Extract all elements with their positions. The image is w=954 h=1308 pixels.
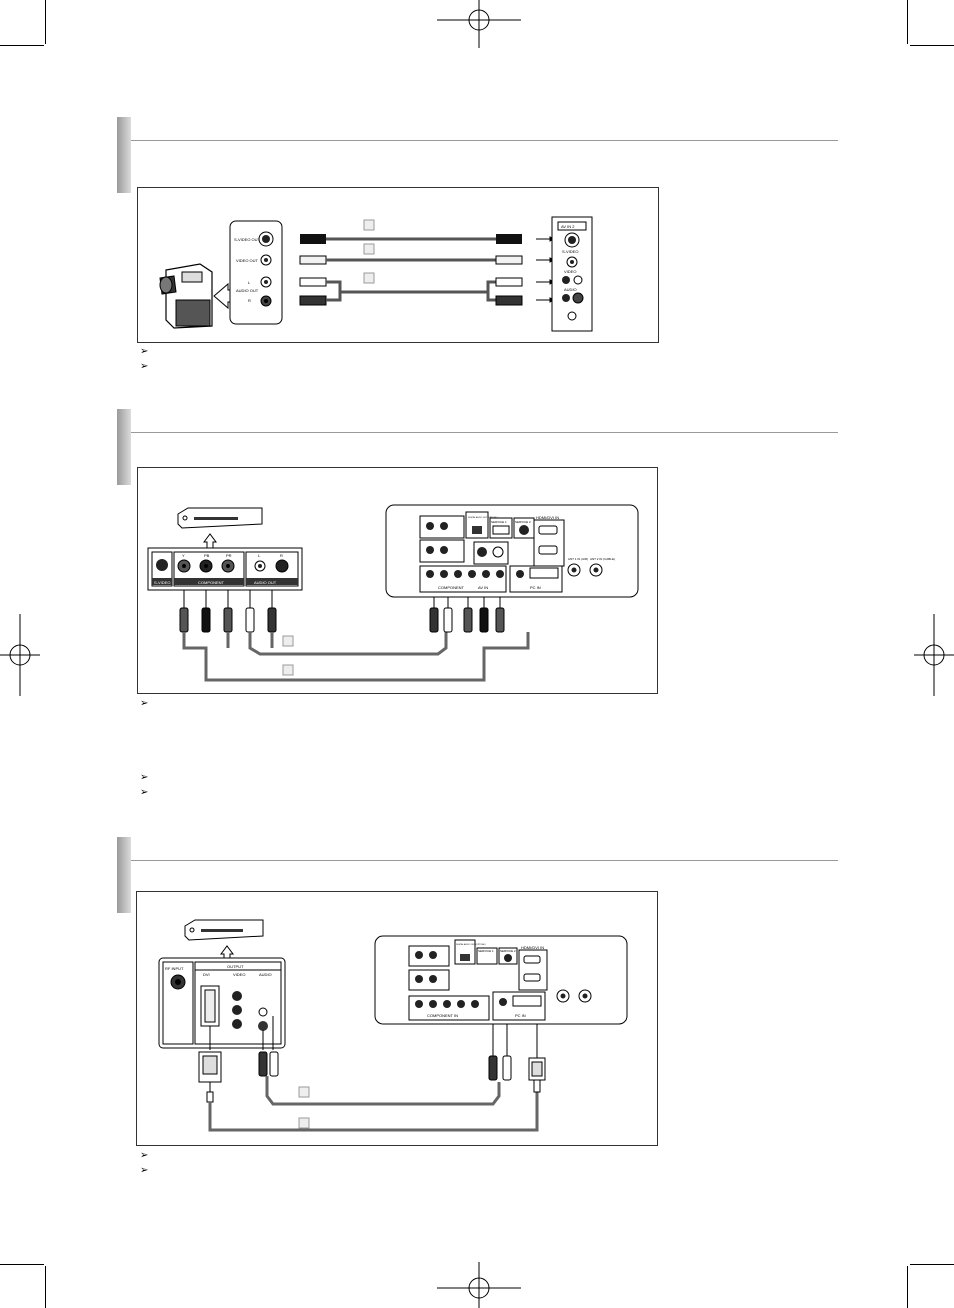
- camcorder-connection-diagram: S-VIDEO OUT VIDEO OUT AUDIO OUT L R: [159, 216, 593, 332]
- label-pb: PB: [204, 553, 210, 558]
- label-digital-audio-out: DIGITAL AUDIO OUT (OPTICAL): [468, 516, 498, 519]
- note-arrow-icon: ➢: [140, 346, 149, 357]
- label-player-l: L: [258, 553, 261, 558]
- label-output: OUTPUT: [227, 964, 244, 969]
- label-video-out: VIDEO OUT: [236, 258, 259, 263]
- label-hdmi-dvi-in: HDMI/DVI IN: [536, 515, 559, 520]
- label-s-video-out: S-VIDEO OUT: [234, 237, 261, 242]
- label-audio-l: L: [248, 280, 251, 285]
- crop-mark-tl-v: [45, 0, 46, 44]
- label-video-out: VIDEO: [233, 972, 245, 977]
- label-player-component: COMPONENT: [198, 580, 225, 585]
- section1-note-2: ➢: [140, 361, 148, 373]
- set-top-box-icon: [184, 919, 264, 941]
- registration-target-left: [0, 614, 40, 696]
- section3-note-1: ➢: [140, 1150, 148, 1162]
- left-rca-plugs: [179, 590, 277, 633]
- video-cable: [299, 255, 523, 265]
- label-digital-audio-out-3: DIGITAL AUDIO OUT (OPTICAL): [456, 943, 486, 946]
- section2-diagram-panel: S-VIDEO Y PB PR COMPONENT L R AUDIO OUT: [137, 467, 658, 694]
- label-ant-cable: ANT 2 IN (CABLE): [590, 557, 615, 561]
- section2-header-rule: [131, 432, 838, 433]
- tv-rear-panel-dvi: DIGITAL AUDIO OUT (OPTICAL) SERVICE 1 SE…: [374, 935, 628, 1025]
- tv-rear-panel: DIGITAL AUDIO OUT (OPTICAL) SERVICE 1 SE…: [385, 504, 639, 598]
- section3-note-2: ➢: [140, 1165, 148, 1177]
- label-player-s-video: S-VIDEO: [154, 580, 170, 585]
- audio-plugs-left: [258, 1051, 279, 1077]
- section2-note-3: ➢: [140, 787, 148, 799]
- label-service2-3: SERVICE 2: [500, 949, 516, 953]
- section1-diagram-panel: S-VIDEO OUT VIDEO OUT AUDIO OUT L R: [137, 187, 659, 343]
- note-arrow-icon: ➢: [140, 787, 149, 798]
- section3-header-rule: [131, 860, 838, 861]
- section2-header-bar: [117, 409, 131, 485]
- player-jack-panel-dvi: RF INPUT OUTPUT DVI VIDEO AUDIO: [158, 957, 286, 1049]
- label-tv-s-video: S-VIDEO: [562, 249, 578, 254]
- label-audio-out: AUDIO OUT: [236, 288, 259, 293]
- label-tv-component: COMPONENT: [438, 585, 465, 590]
- section2-note-1: ➢: [140, 698, 148, 710]
- registration-target-right: [914, 614, 954, 696]
- label-hdmi-dvi-in-3: HDMI/DVI IN: [521, 945, 544, 950]
- label-audio-out: AUDIO: [259, 972, 272, 977]
- tv-side-panel: AV IN 2 S-VIDEO VIDEO AUDIO: [551, 216, 593, 332]
- label-service1-3: SERVICE 1: [478, 949, 494, 953]
- registration-target-top: [437, 0, 521, 48]
- section3-header-bar: [117, 837, 131, 913]
- note-arrow-icon: ➢: [140, 1165, 149, 1176]
- label-pc-in-3: PC IN: [515, 1013, 526, 1018]
- note-arrow-icon: ➢: [140, 361, 149, 372]
- crop-mark-tr-v: [907, 0, 908, 44]
- dvi-connection-diagram: RF INPUT OUTPUT DVI VIDEO AUDIO: [158, 919, 628, 1132]
- section2-note-2: ➢: [140, 772, 148, 784]
- crop-mark-br-h: [910, 1264, 954, 1265]
- label-y: Y: [182, 553, 185, 558]
- crop-mark-tl-h: [0, 45, 44, 46]
- label-tv-video: VIDEO: [564, 269, 576, 274]
- registration-target-bottom: [437, 1262, 521, 1308]
- camcorder-icon: [159, 263, 213, 329]
- crop-mark-bl-h: [0, 1264, 44, 1265]
- label-av-in-2: AV IN 2: [561, 224, 575, 229]
- crop-mark-br-v: [907, 1266, 908, 1308]
- player-jack-panel: S-VIDEO Y PB PR COMPONENT L R AUDIO OUT: [147, 547, 303, 591]
- section1-header-rule: [131, 140, 838, 141]
- section1-note-1: ➢: [140, 346, 148, 358]
- label-pr: PR: [226, 553, 232, 558]
- label-ant-air: ANT 1 IN (AIR): [568, 557, 588, 561]
- label-service2: SERVICE 2: [515, 520, 531, 524]
- label-rf-input: RF INPUT: [165, 966, 184, 971]
- note-arrow-icon: ➢: [140, 772, 149, 783]
- label-dvi: DVI: [203, 972, 210, 977]
- label-tv-av-in: AV IN: [478, 585, 488, 590]
- section1-header-bar: [117, 117, 131, 193]
- label-tv-audio: AUDIO: [564, 287, 577, 292]
- note-arrow-icon: ➢: [140, 1150, 149, 1161]
- crop-mark-tr-h: [910, 45, 954, 46]
- label-service1: SERVICE 1: [491, 520, 507, 524]
- dvi-plug-left: [198, 1051, 222, 1103]
- note-arrow-icon: ➢: [140, 698, 149, 709]
- label-player-audio-out: AUDIO OUT: [254, 580, 277, 585]
- dvd-player-icon: [177, 507, 263, 529]
- s-video-cable: [300, 234, 522, 244]
- audio-cable: [299, 277, 523, 306]
- section3-diagram-panel: RF INPUT OUTPUT DVI VIDEO AUDIO: [136, 891, 658, 1146]
- label-player-r: R: [280, 553, 283, 558]
- component-connection-diagram: S-VIDEO Y PB PR COMPONENT L R AUDIO OUT: [147, 504, 639, 682]
- label-tv-pc-in: PC IN: [530, 585, 541, 590]
- crop-mark-bl-v: [45, 1266, 46, 1308]
- label-component-in-3: COMPONENT IN: [427, 1013, 458, 1018]
- camcorder-jack-panel: S-VIDEO OUT VIDEO OUT AUDIO OUT L R: [229, 220, 283, 325]
- label-audio-r: R: [248, 298, 251, 303]
